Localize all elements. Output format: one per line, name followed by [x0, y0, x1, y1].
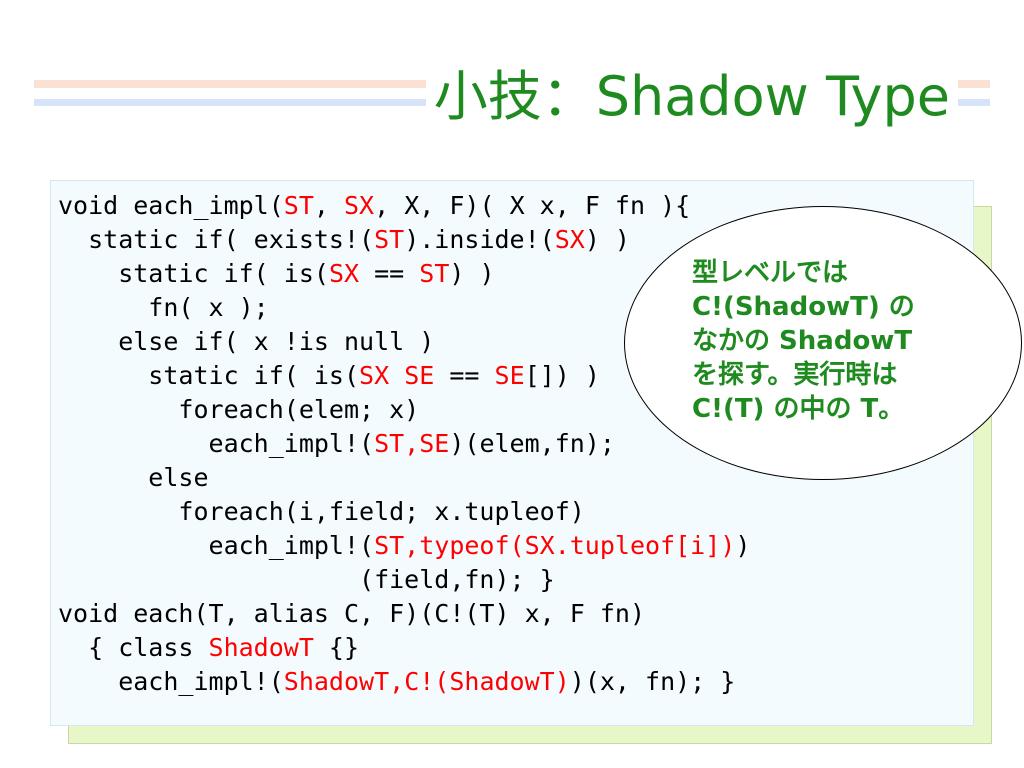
code-token-highlight: ST	[419, 259, 450, 288]
code-line: each_impl!(ST,typeof(SX.tupleof[i]))	[58, 529, 751, 563]
code-token-highlight: ShadowT,C!(ShadowT)	[283, 667, 570, 696]
code-token: ==	[434, 361, 495, 390]
code-token: ==	[359, 259, 420, 288]
code-token: static if( is(	[58, 361, 360, 390]
code-token: ,	[313, 191, 344, 220]
callout-line: を探す。実行時は	[692, 360, 898, 390]
code-token: )(x, fn); }	[569, 667, 736, 696]
code-token-highlight: SX	[359, 361, 390, 390]
code-line: foreach(elem; x)	[58, 393, 750, 427]
callout-text: 型レベルでは C!(ShadowT) の なかの ShadowT を探す。実行時…	[692, 256, 992, 426]
code-token-highlight: SE	[494, 361, 525, 390]
code-token-highlight: ST,typeof(SX.tupleof[i])	[374, 531, 736, 560]
code-token: void each(T, alias C, F)(C!(T) x, F fn)	[58, 599, 645, 628]
code-line: else	[58, 461, 750, 495]
code-line: (field,fn); }	[58, 563, 750, 597]
code-line: { class ShadowT {}	[58, 631, 750, 665]
code-line: static if( exists!(ST).inside!(SX) )	[58, 223, 750, 257]
callout-line: なかの ShadowT	[692, 326, 913, 356]
callout-bubble	[624, 206, 1022, 480]
code-line: each_impl!(ST,SE)(elem,fn);	[58, 427, 750, 461]
code-token: foreach(i,field; x.tupleof)	[58, 497, 585, 526]
code-token-highlight: SE	[404, 361, 435, 390]
code-token-highlight: ST	[283, 191, 314, 220]
code-token: { class	[58, 633, 209, 662]
code-line: static if( is(SX == ST) )	[58, 257, 750, 291]
code-block: void each_impl(ST, SX, X, F)( X x, F fn …	[58, 189, 750, 699]
code-token-highlight: SX	[554, 225, 585, 254]
code-token: []) )	[524, 361, 600, 390]
code-token: )	[735, 531, 751, 560]
code-token	[389, 361, 404, 390]
code-token: static if( is(	[58, 259, 329, 288]
callout-line: C!(ShadowT) の	[692, 292, 915, 322]
code-token: each_impl!(	[58, 429, 375, 458]
code-line: static if( is(SX SE == SE[]) )	[58, 359, 750, 393]
code-token-highlight: ST,SE	[374, 429, 450, 458]
code-token-highlight: ShadowT	[208, 633, 314, 662]
code-token: ).inside!(	[404, 225, 555, 254]
code-token: each_impl!(	[58, 531, 375, 560]
code-line: each_impl!(ShadowT,C!(ShadowT))(x, fn); …	[58, 665, 750, 699]
code-token: each_impl!(	[58, 667, 284, 696]
code-token-highlight: ST	[374, 225, 405, 254]
code-token: ) )	[584, 225, 630, 254]
code-token: static if( exists!(	[58, 225, 375, 254]
code-token: else if( x !is null )	[58, 327, 435, 356]
code-line: void each(T, alias C, F)(C!(T) x, F fn)	[58, 597, 750, 631]
code-token: {}	[313, 633, 360, 662]
code-line: fn( x );	[58, 291, 750, 325]
callout-line: 型レベルでは	[692, 258, 849, 288]
code-token: (field,fn); }	[58, 565, 555, 594]
code-line: else if( x !is null )	[58, 325, 750, 359]
code-line: foreach(i,field; x.tupleof)	[58, 495, 750, 529]
code-token: foreach(elem; x)	[58, 395, 420, 424]
code-token: fn( x );	[58, 293, 269, 322]
code-token-highlight: SX	[328, 259, 360, 288]
code-token: ) )	[449, 259, 495, 288]
code-token: void each_impl(	[58, 191, 284, 220]
code-line: void each_impl(ST, SX, X, F)( X x, F fn …	[58, 189, 750, 223]
code-token-highlight: SX	[344, 191, 375, 220]
slide-title: 小技：Shadow Type	[425, 62, 958, 132]
callout-line: C!(T) の中の T。	[692, 394, 905, 424]
code-token: , X, F)( X x, F fn ){	[374, 191, 691, 220]
code-token: else	[58, 463, 209, 492]
code-token: )(elem,fn);	[449, 429, 615, 458]
